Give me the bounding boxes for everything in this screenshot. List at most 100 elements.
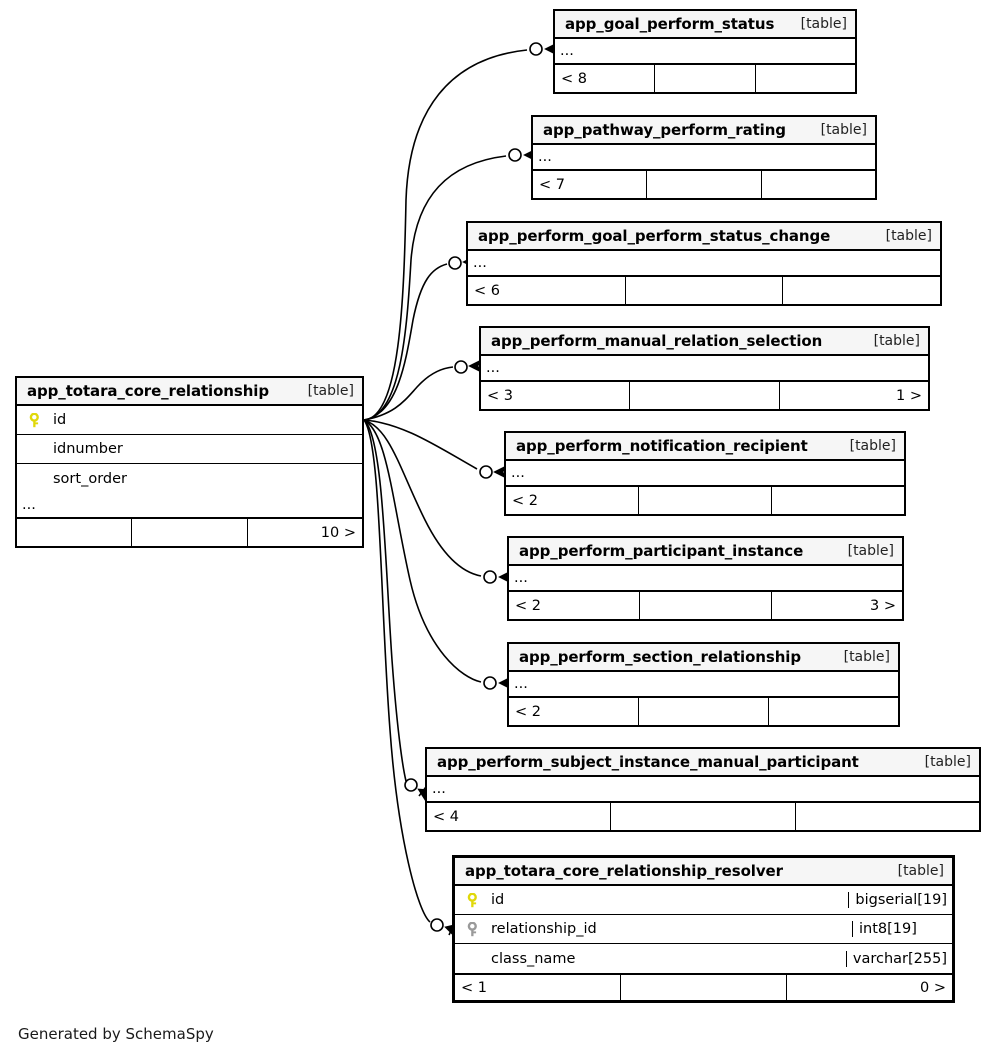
table-header: app_goal_perform_status [table]: [555, 11, 855, 39]
table-row[interactable]: id: [17, 406, 362, 435]
table-title: app_totara_core_relationship_resolver: [465, 862, 783, 880]
table-header: app_perform_participant_instance [table]: [509, 538, 902, 566]
footer-children-count: [762, 171, 875, 198]
footer-parents-count: < 6: [468, 277, 626, 304]
more-columns-row: ...: [555, 39, 855, 65]
table-row[interactable]: idnumber: [17, 435, 362, 464]
table-footer: < 4: [427, 803, 979, 830]
table-row[interactable]: class_name varchar[255]: [455, 944, 952, 973]
table-app-perform-manual-relation-selection[interactable]: app_perform_manual_relation_selection [t…: [479, 326, 930, 411]
table-app-perform-notification-recipient[interactable]: app_perform_notification_recipient [tabl…: [504, 431, 906, 516]
edge-to-perform-manual-relation-selection: [363, 358, 482, 421]
table-columns: id idnumber sort_order: [17, 406, 362, 493]
footer-children-count: 10 >: [320, 524, 356, 541]
edge-to-perform-participant-instance: [363, 419, 512, 585]
column-name: id: [491, 892, 505, 908]
table-footer: < 2: [509, 698, 898, 725]
footer-parents-count: < 1: [455, 975, 621, 1000]
table-columns: id bigserial[19] relationship_id int8[19…: [455, 886, 952, 973]
footer-middle: [630, 382, 780, 409]
more-columns-row: ...: [506, 461, 904, 487]
table-footer: 10 >: [17, 519, 362, 546]
column-type: varchar[255]: [845, 950, 952, 967]
column-name: relationship_id: [491, 921, 597, 937]
table-footer: < 7: [533, 171, 875, 198]
table-header: app_totara_core_relationship [table]: [17, 378, 362, 406]
table-app-perform-participant-instance[interactable]: app_perform_participant_instance [table]…: [507, 536, 904, 621]
table-app-perform-section-relationship[interactable]: app_perform_section_relationship [table]…: [507, 642, 900, 727]
edge-to-core-relationship-resolver: [363, 419, 459, 938]
table-header: app_perform_subject_instance_manual_part…: [427, 749, 979, 777]
table-title: app_pathway_perform_rating: [543, 121, 786, 139]
footer-middle: [639, 698, 769, 725]
table-footer: < 3 1 >: [481, 382, 928, 409]
footer-parents-count: < 8: [555, 65, 656, 92]
footer-middle: [655, 65, 756, 92]
table-kind-label: [table]: [873, 333, 920, 349]
table-header: app_perform_section_relationship [table]: [509, 644, 898, 672]
table-kind-label: [table]: [843, 649, 890, 665]
footer-children-count: 0 >: [920, 979, 946, 996]
table-kind-label: [table]: [847, 543, 894, 559]
table-title: app_perform_participant_instance: [519, 542, 804, 560]
primary-key-icon: [17, 412, 47, 428]
foreign-key-icon: [455, 921, 485, 937]
table-title: app_totara_core_relationship: [27, 382, 269, 400]
table-kind-label: [table]: [307, 383, 354, 399]
footer-middle: [639, 487, 772, 514]
edge-to-perform-notification-recipient: [363, 419, 507, 480]
primary-key-icon: [455, 892, 485, 908]
table-header: app_pathway_perform_rating [table]: [533, 117, 875, 145]
table-footer: < 8: [555, 65, 855, 92]
table-title: app_perform_subject_instance_manual_part…: [437, 753, 859, 771]
footer-middle: [640, 592, 772, 619]
footer-parents-count: < 2: [506, 487, 639, 514]
more-columns-row: ...: [427, 777, 979, 803]
more-columns-row: ...: [481, 356, 928, 382]
footer-parents-count: < 2: [509, 592, 641, 619]
table-app-perform-subject-instance-manual-participant[interactable]: app_perform_subject_instance_manual_part…: [425, 747, 981, 832]
column-type: int8[19]: [852, 921, 952, 937]
footer-children-count: [772, 487, 904, 514]
column-type: bigserial[19]: [848, 892, 952, 908]
footer-children-count: [756, 65, 855, 92]
table-footer: < 1 0 >: [455, 973, 952, 1000]
table-row[interactable]: sort_order: [17, 464, 362, 493]
footer-children-count: 1 >: [896, 387, 922, 404]
table-title: app_perform_manual_relation_selection: [491, 332, 823, 350]
footer-middle: [611, 803, 796, 830]
footer-parents-count: < 2: [509, 698, 639, 725]
more-columns-row: ...: [468, 251, 940, 277]
more-columns-row: ...: [17, 493, 362, 519]
footer-children-count: [796, 803, 979, 830]
table-header: app_perform_goal_perform_status_change […: [468, 223, 940, 251]
table-app-perform-goal-perform-status-change[interactable]: app_perform_goal_perform_status_change […: [466, 221, 942, 306]
table-title: app_perform_notification_recipient: [516, 437, 808, 455]
table-kind-label: [table]: [800, 16, 847, 32]
footer-children-count: [783, 277, 940, 304]
footer-parents-count: < 7: [533, 171, 648, 198]
table-kind-label: [table]: [885, 228, 932, 244]
column-name: id: [53, 412, 67, 428]
edge-to-perform-subject-instance-manual-participant: [363, 419, 433, 802]
table-app-goal-perform-status[interactable]: app_goal_perform_status [table] ... < 8: [553, 9, 857, 94]
table-row[interactable]: relationship_id int8[19]: [455, 915, 952, 944]
footer-middle: [647, 171, 762, 198]
table-app-pathway-perform-rating[interactable]: app_pathway_perform_rating [table] ... <…: [531, 115, 877, 200]
table-header: app_totara_core_relationship_resolver [t…: [455, 858, 952, 886]
table-row[interactable]: id bigserial[19]: [455, 886, 952, 915]
footer-middle: [621, 975, 787, 1000]
table-app-totara-core-relationship-resolver[interactable]: app_totara_core_relationship_resolver [t…: [452, 855, 955, 1003]
table-title: app_perform_section_relationship: [519, 648, 801, 666]
table-footer: < 2: [506, 487, 904, 514]
table-app-totara-core-relationship[interactable]: app_totara_core_relationship [table] id …: [15, 376, 364, 548]
column-name: sort_order: [53, 470, 127, 487]
table-kind-label: [table]: [897, 863, 944, 879]
footer-middle: [132, 519, 248, 546]
edge-to-perform-goal-perform-status-change: [363, 254, 476, 421]
footer-children-count: 3 >: [870, 597, 896, 614]
footer-parents-count: [17, 519, 133, 546]
column-name: idnumber: [53, 441, 123, 457]
table-kind-label: [table]: [820, 122, 867, 138]
